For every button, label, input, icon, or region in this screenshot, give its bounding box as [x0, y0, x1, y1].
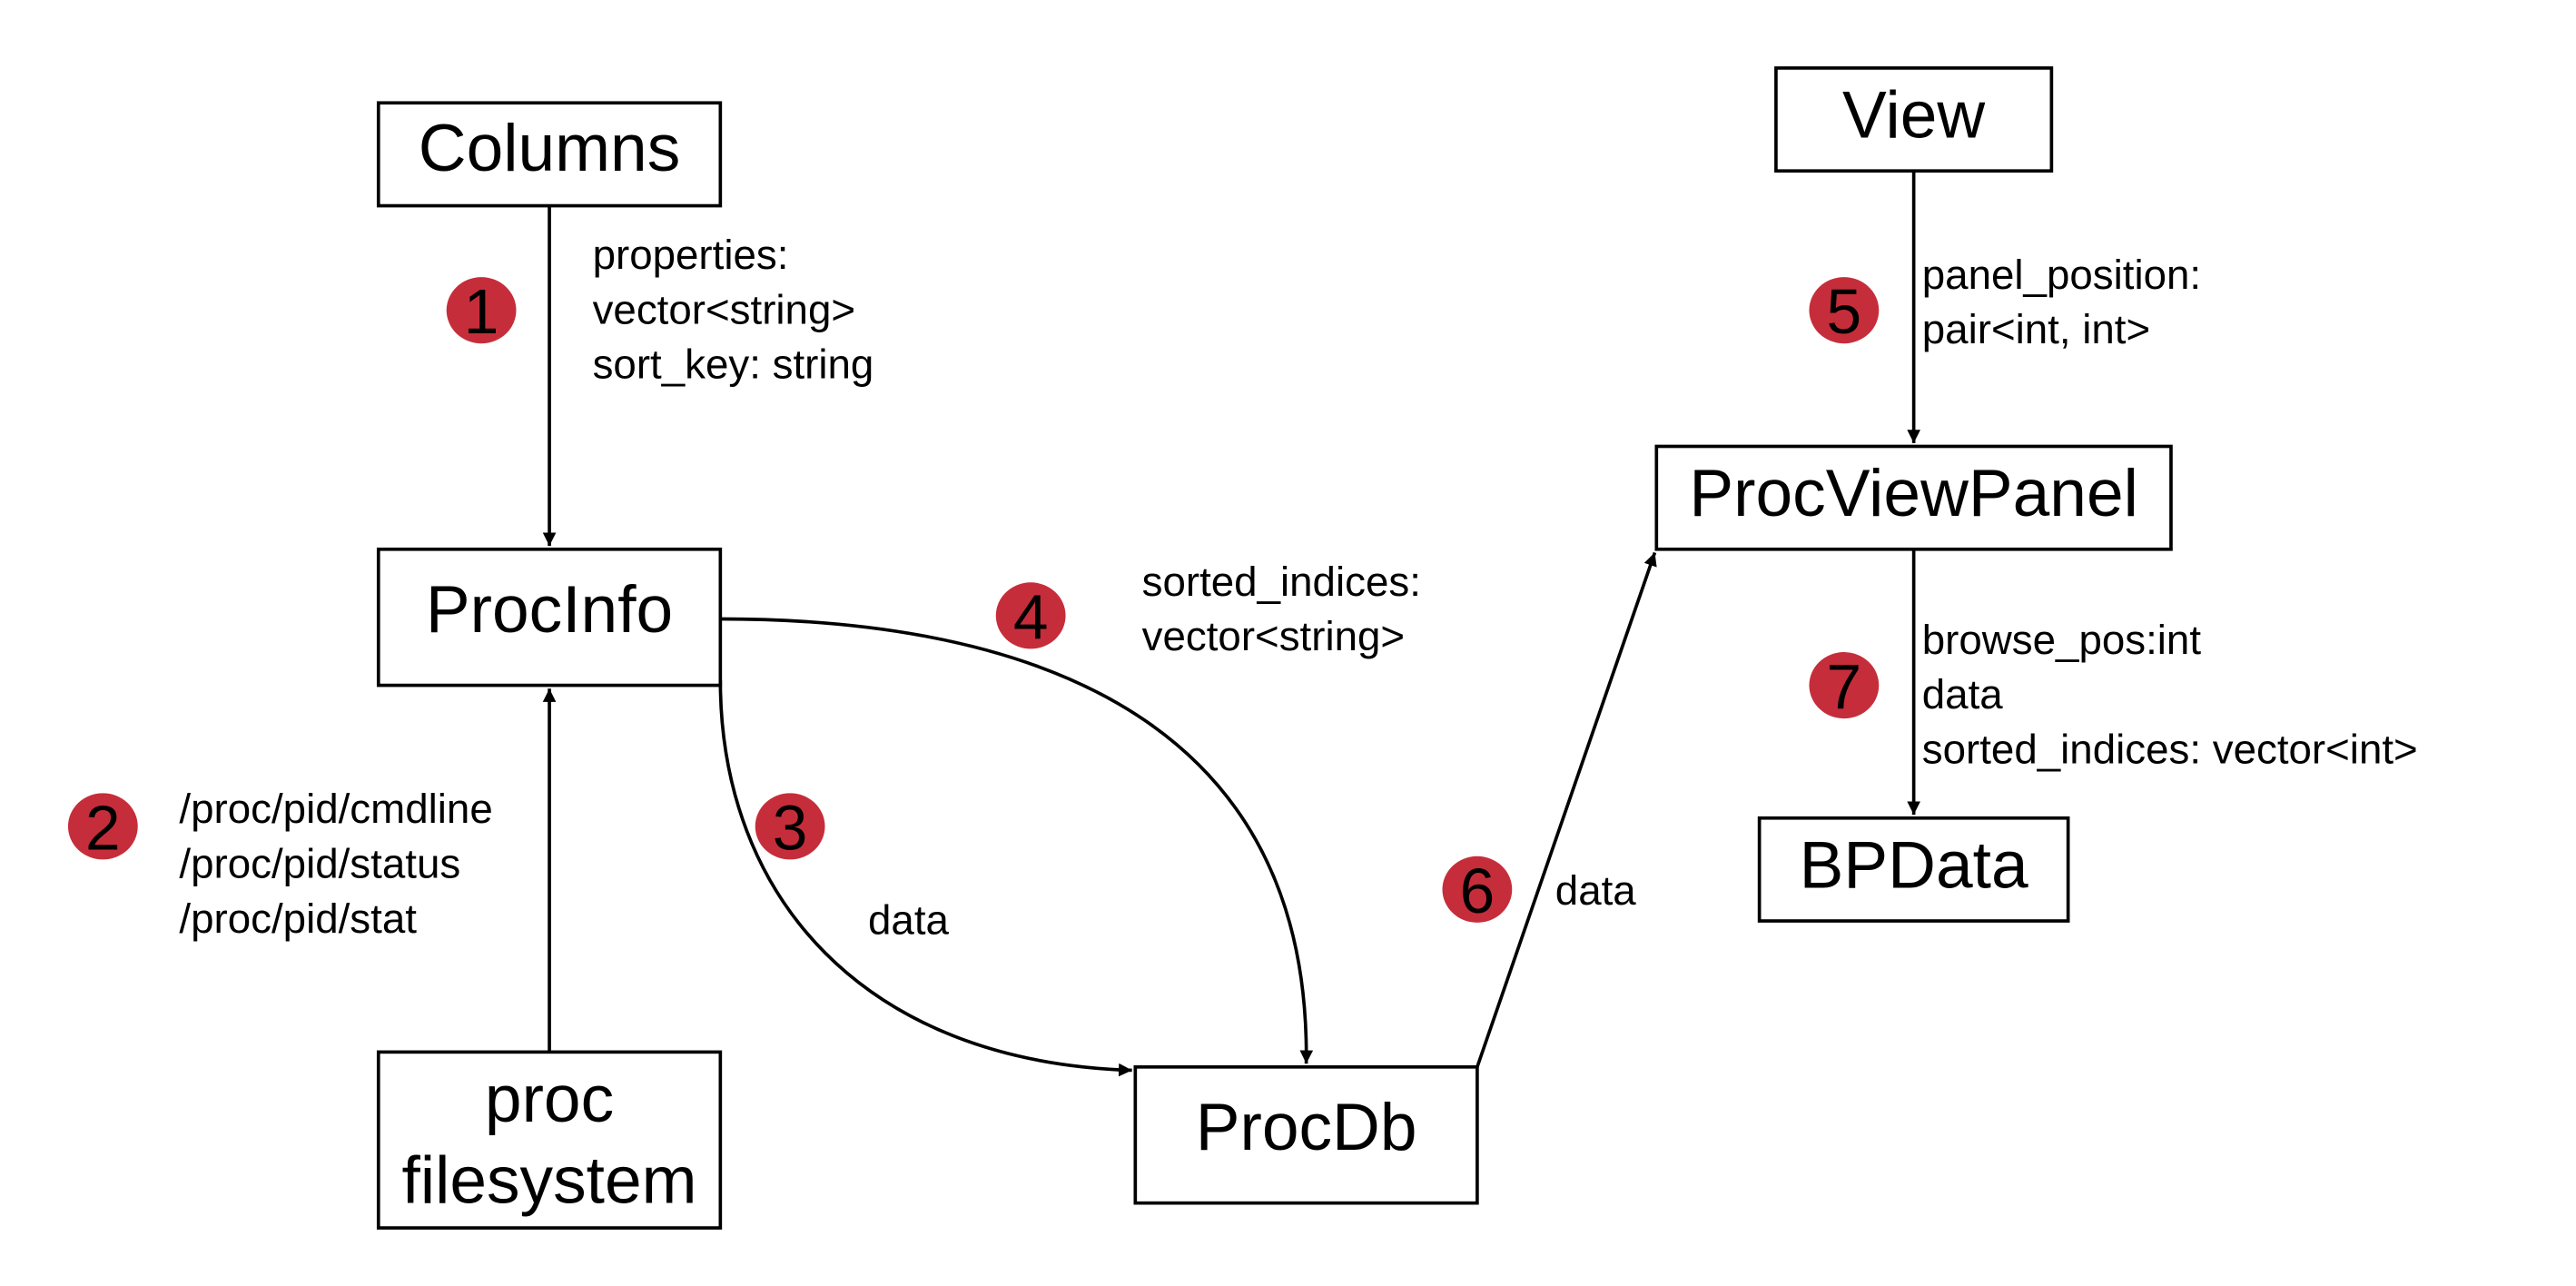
node-view-label: View — [1842, 79, 1985, 153]
node-proc-filesystem[interactable]: proc filesystem — [376, 1050, 723, 1230]
edge-label-2: /proc/pid/cmdline /proc/pid/status /proc… — [179, 786, 492, 942]
edge-label-5-line: panel_position: — [1922, 252, 2201, 298]
edge-label-4: sorted_indices: vector<string> — [1142, 559, 1421, 659]
step-badge-5-circle — [1809, 277, 1880, 344]
edge-label-7: browse_pos:int data sorted_indices: vect… — [1922, 617, 2418, 773]
edge-label-1-line: vector<string> — [593, 286, 855, 332]
edge-label-7-line: browse_pos:int — [1922, 617, 2202, 663]
edge-label-5-line: pair<int, int> — [1922, 306, 2150, 352]
edge-label-7-line: data — [1922, 671, 2004, 717]
edge-label-6: data — [1555, 867, 1637, 914]
edge-label-2-line: /proc/pid/status — [179, 841, 460, 887]
step-badge-5: 5 — [1809, 276, 1880, 347]
node-procviewpanel-label: ProcViewPanel — [1689, 457, 2137, 530]
edge-label-2-line: /proc/pid/cmdline — [179, 786, 492, 832]
step-badge-4-circle — [995, 582, 1066, 649]
edge-label-7-line: sorted_indices: vector<int> — [1922, 726, 2418, 772]
step-badge-2: 2 — [67, 792, 138, 863]
node-procinfo[interactable]: ProcInfo — [376, 547, 723, 688]
edge-procinfo-to-procdb-indices — [720, 617, 1314, 1064]
step-badge-6-number: 6 — [1460, 856, 1495, 926]
step-badge-6-circle — [1442, 856, 1513, 923]
step-badge-2-number: 2 — [85, 792, 121, 863]
step-badge-7: 7 — [1809, 651, 1880, 722]
edge-label-1-line: sort_key: string — [593, 341, 874, 388]
edge-label-6-line: data — [1555, 867, 1637, 914]
node-procfs-label-line2: filesystem — [402, 1144, 697, 1218]
node-procdb-label: ProcDb — [1196, 1091, 1417, 1164]
edge-procinfo-to-procdb-data — [718, 680, 1132, 1077]
step-badge-5-number: 5 — [1827, 276, 1862, 347]
edge-label-3: data — [868, 897, 950, 944]
step-badge-1-circle — [446, 277, 517, 344]
edge-label-2-line: /proc/pid/stat — [179, 895, 417, 942]
step-badge-1-number: 1 — [464, 276, 499, 347]
step-badge-3: 3 — [755, 792, 825, 863]
step-badge-7-number: 7 — [1827, 651, 1862, 722]
edge-procdb-to-procviewpanel — [1476, 551, 1657, 1068]
step-badge-4-number: 4 — [1013, 581, 1049, 652]
edge-label-1-line: properties: — [593, 232, 789, 278]
edge-label-4-line: vector<string> — [1142, 613, 1405, 659]
edge-label-1: properties: vector<string> sort_key: str… — [593, 232, 874, 388]
step-badge-4: 4 — [995, 581, 1066, 652]
step-badge-7-circle — [1809, 652, 1880, 719]
node-procdb[interactable]: ProcDb — [1133, 1064, 1479, 1205]
edge-label-3-line: data — [868, 897, 950, 944]
node-procfs-label-line1: proc — [485, 1063, 614, 1136]
node-procviewpanel[interactable]: ProcViewPanel — [1654, 444, 2173, 551]
step-badge-3-circle — [755, 793, 825, 860]
edge-label-4-line: sorted_indices: — [1142, 559, 1421, 605]
node-bpdata-label: BPData — [1800, 829, 2028, 903]
node-view[interactable]: View — [1774, 66, 2054, 173]
node-bpdata[interactable]: BPData — [1757, 816, 2070, 923]
step-badge-1: 1 — [446, 276, 517, 347]
node-columns[interactable]: Columns — [376, 101, 723, 208]
step-badge-6: 6 — [1442, 856, 1513, 926]
node-columns-label: Columns — [419, 112, 680, 185]
edge-label-5: panel_position: pair<int, int> — [1922, 252, 2201, 352]
step-badge-3-number: 3 — [773, 792, 808, 863]
node-procinfo-label: ProcInfo — [426, 573, 673, 647]
step-badge-2-circle — [67, 793, 138, 860]
